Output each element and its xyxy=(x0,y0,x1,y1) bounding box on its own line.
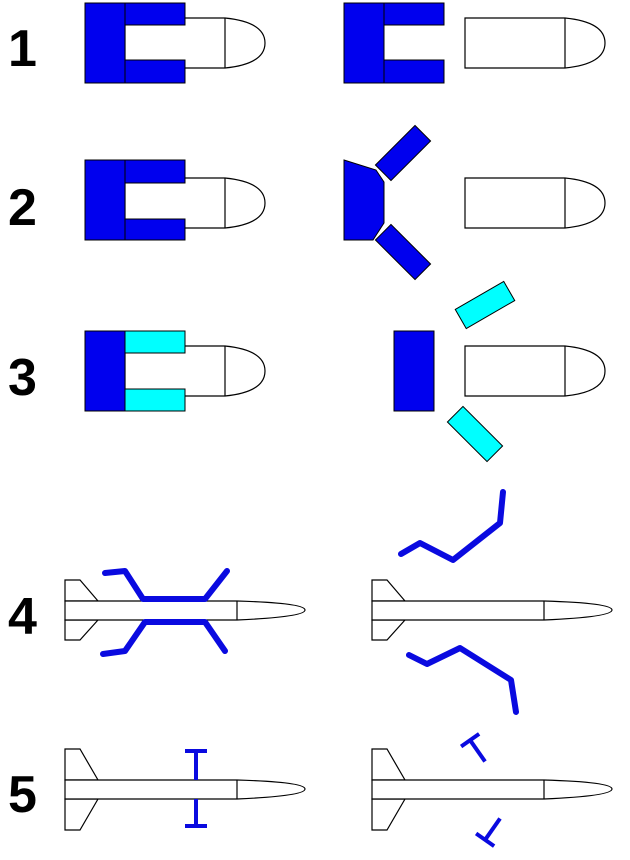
shear-pin-upper xyxy=(459,732,487,763)
row-2-assembled xyxy=(84,159,266,241)
row-number-1: 1 xyxy=(8,20,37,78)
tail-fin-lower xyxy=(64,619,100,641)
tail-fin-upper xyxy=(371,748,407,781)
row-4: 4 xyxy=(8,489,613,715)
row-4-separated xyxy=(371,489,613,715)
missile-body xyxy=(371,600,613,621)
row-5: 5 xyxy=(8,732,613,848)
tail-fin-lower xyxy=(371,798,407,831)
row-5-separated xyxy=(371,732,613,848)
tail-fin-upper xyxy=(64,748,100,781)
sabot-base xyxy=(393,330,435,412)
row-1-separated xyxy=(343,2,606,84)
missile xyxy=(64,748,306,831)
sabot-petal-lower xyxy=(124,388,186,412)
sabot-base xyxy=(343,159,385,241)
restraint-strap-upper xyxy=(398,489,506,563)
tail-fin-lower xyxy=(64,798,100,831)
shear-pin-lower xyxy=(185,799,207,828)
row-3-separated xyxy=(393,280,606,463)
sabot-petal-lower xyxy=(374,223,432,281)
row-3: 3 xyxy=(8,280,606,463)
row-5-assembled xyxy=(64,748,306,831)
sabot-body xyxy=(343,2,445,84)
projectile xyxy=(124,345,266,397)
restraint-strap-upper xyxy=(102,568,230,602)
missile-body xyxy=(64,779,306,800)
sabot-base xyxy=(84,330,126,412)
projectile xyxy=(464,17,606,69)
tail-fin-upper xyxy=(64,579,100,602)
shear-pin-upper xyxy=(185,749,207,780)
restraint-strap-lower xyxy=(406,645,519,715)
sabot-petal-lower xyxy=(446,405,504,463)
projectile xyxy=(124,17,266,69)
tail-fin-upper xyxy=(371,579,407,602)
row-2-separated xyxy=(343,124,606,281)
row-2: 2 xyxy=(8,124,606,281)
shear-pin-lower xyxy=(474,817,502,848)
missile-body xyxy=(371,779,613,800)
row-3-assembled xyxy=(84,330,266,412)
tail-fin-lower xyxy=(371,619,407,641)
projectile xyxy=(464,345,606,397)
row-1-assembled xyxy=(84,2,266,84)
sabot-petal-upper xyxy=(374,124,432,182)
row-number-4: 4 xyxy=(8,588,37,646)
projectile xyxy=(464,177,606,229)
row-number-5: 5 xyxy=(8,766,37,824)
row-number-2: 2 xyxy=(8,179,37,237)
missile xyxy=(371,579,613,641)
restraint-strap-lower xyxy=(100,619,228,657)
sabot-petal-upper xyxy=(454,280,516,330)
sabot-petal-upper xyxy=(124,330,186,354)
missile-body xyxy=(64,600,306,621)
missile xyxy=(371,748,613,831)
row-number-3: 3 xyxy=(8,349,37,407)
row-4-assembled xyxy=(64,568,306,657)
row-1: 1 xyxy=(8,2,606,84)
projectile xyxy=(124,177,266,229)
missile xyxy=(64,579,306,641)
